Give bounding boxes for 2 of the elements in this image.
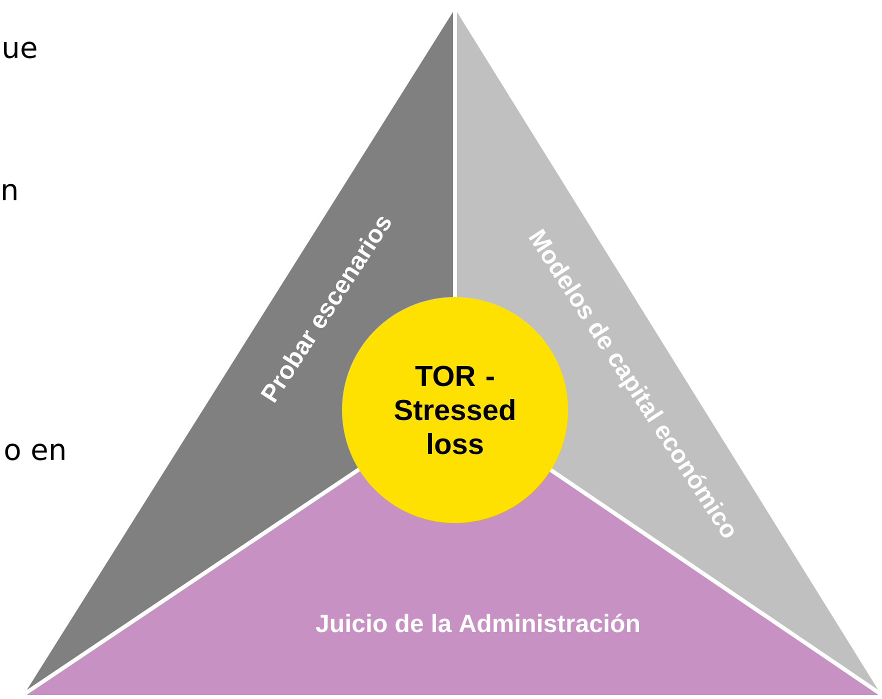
text-fragment: o en	[5, 444, 64, 460]
text-fragment: ue	[4, 42, 36, 58]
